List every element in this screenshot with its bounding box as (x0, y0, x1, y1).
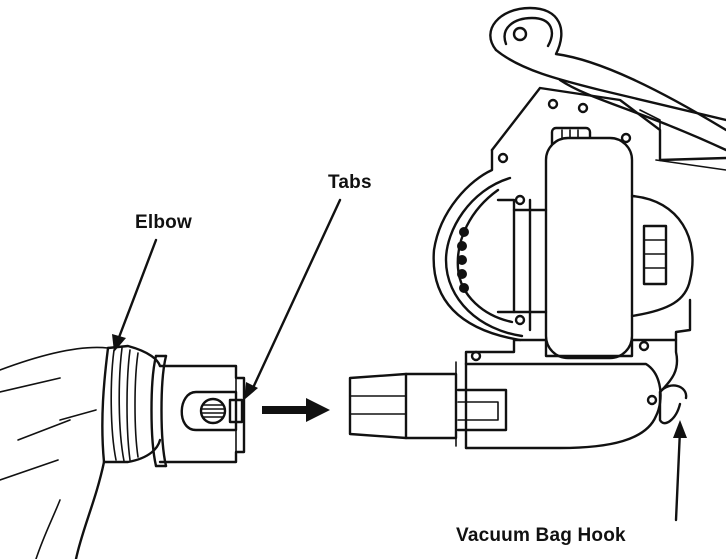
elbow-label: Elbow (135, 212, 192, 233)
insert-direction-arrow (262, 398, 330, 422)
vacuum-bag-hook-label: Vacuum Bag Hook (456, 525, 626, 546)
elbow (102, 344, 246, 468)
blower-vacuum-body (348, 6, 726, 450)
tabs-label: Tabs (328, 172, 372, 193)
vacuum-bag (0, 346, 110, 559)
tab-latch (180, 390, 244, 432)
callout-leaders (112, 198, 687, 522)
vent-slots (457, 227, 469, 293)
